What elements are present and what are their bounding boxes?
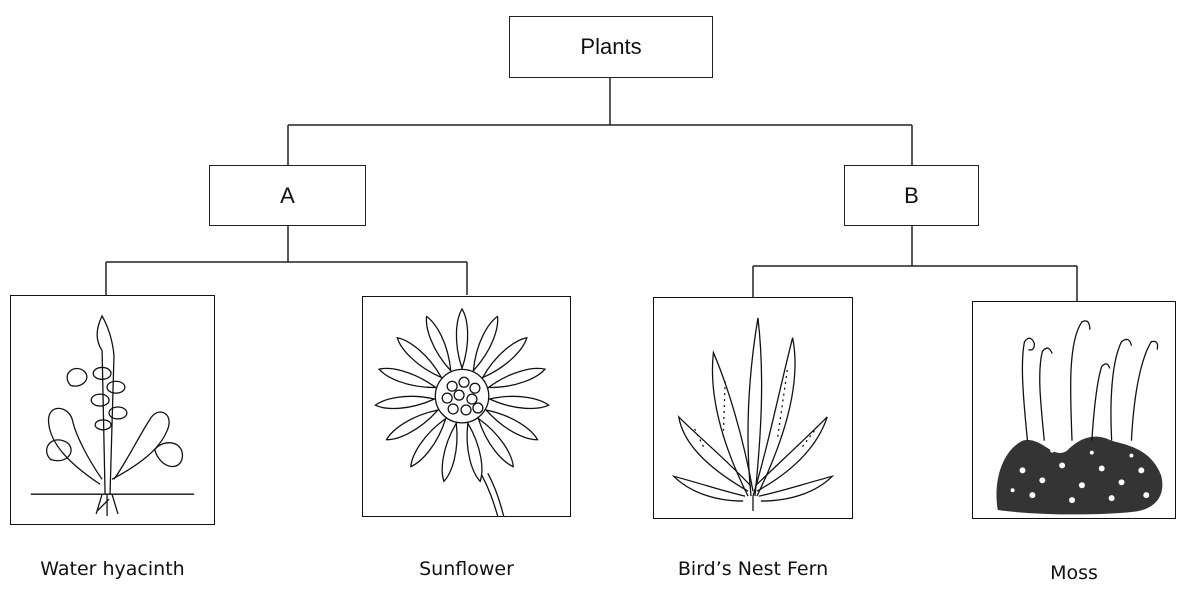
root-node-label: Plants	[580, 34, 641, 60]
sunflower-drawing-icon	[363, 297, 570, 516]
water-hyacinth-picture	[10, 295, 215, 525]
moss-picture	[972, 301, 1176, 519]
group-a-label: A	[280, 183, 295, 209]
group-b-box: B	[844, 165, 979, 226]
sunflower-picture	[362, 296, 571, 517]
group-b-label: B	[904, 183, 919, 209]
moss-drawing-icon	[973, 302, 1175, 518]
birds-nest-fern-picture	[653, 297, 853, 519]
caption-birds-nest-fern: Bird’s Nest Fern	[653, 558, 853, 580]
caption-moss: Moss	[972, 562, 1176, 584]
water-hyacinth-drawing-icon	[11, 296, 214, 524]
caption-water-hyacinth: Water hyacinth	[10, 558, 215, 580]
root-node-box: Plants	[509, 16, 713, 78]
caption-sunflower: Sunflower	[362, 558, 571, 580]
group-a-box: A	[209, 165, 366, 226]
birds-nest-fern-drawing-icon	[654, 298, 852, 518]
